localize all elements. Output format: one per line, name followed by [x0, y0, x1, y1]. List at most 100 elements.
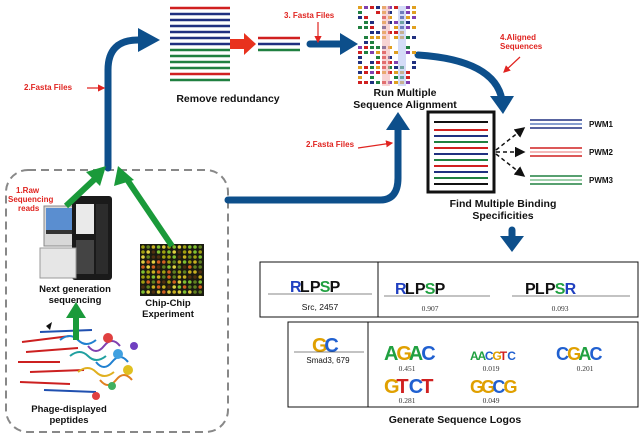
chip-spot [162, 255, 166, 259]
alignment-cell [412, 16, 416, 19]
chip-spot [141, 285, 145, 289]
logo-letter: C [556, 344, 569, 364]
flow-up-to-redundancy [104, 36, 144, 172]
chip-spot [182, 280, 187, 284]
chip-spot [193, 290, 197, 294]
logo-top-weight-2: 0.093 [551, 304, 569, 313]
alignment-cell [364, 21, 368, 24]
chip-spot [151, 255, 156, 259]
logo-letter: S [425, 281, 436, 298]
alignment-cell [394, 26, 398, 29]
alignment-cell [376, 31, 380, 34]
alignment-cell [406, 6, 410, 9]
alignment-cell [376, 36, 380, 39]
chip-spot [146, 255, 150, 259]
alignment-cell [376, 51, 380, 54]
logo-top-source-caption: Src, 2457 [301, 302, 339, 312]
chip-spot [188, 290, 192, 294]
alignment-cell [406, 21, 410, 24]
sources-region [5, 169, 229, 433]
logo-letter: G [567, 344, 581, 364]
label-aligned-line2: Sequences [500, 42, 543, 51]
pwm2-label: PWM2 [589, 148, 613, 157]
chip-spot [156, 280, 161, 284]
chip-spot [156, 290, 161, 294]
logo-letter: P [435, 281, 446, 298]
alignment-cell [412, 36, 416, 39]
chip-spot [198, 250, 202, 254]
chip-spot [141, 250, 145, 254]
chip-spot [156, 255, 161, 259]
alignment-cell [394, 36, 398, 39]
chip-spot [193, 250, 197, 254]
logo-letter: C [421, 343, 435, 365]
source-ngs-line2: sequencing [48, 295, 102, 306]
alignment-cell [376, 11, 380, 14]
chip-spot [172, 285, 176, 289]
chip-spot [177, 270, 182, 274]
chip-spot [188, 255, 192, 259]
phage-peptides-illustration [18, 322, 138, 400]
flow-sources-to-msa [224, 124, 402, 204]
chip-spot [156, 285, 161, 289]
chip-spot [151, 280, 156, 284]
chip-spot [167, 255, 171, 259]
chip-spot [156, 275, 161, 279]
alignment-cell [358, 71, 362, 74]
logo-letter: P [415, 281, 426, 298]
alignment-cell [358, 81, 362, 84]
chip-spot [156, 270, 161, 274]
logo-bottom-weight-2: 0.019 [482, 364, 500, 373]
cluster-arrows [495, 127, 526, 177]
chip-spot [182, 245, 187, 249]
chip-spot [188, 275, 192, 279]
chip-spot [198, 290, 202, 294]
alignment-cell [376, 81, 380, 84]
chip-spot [167, 290, 171, 294]
pwm3-label: PWM3 [589, 176, 613, 185]
alignment-cell [394, 71, 398, 74]
step-find-line2: Specificities [472, 210, 534, 222]
pwm1-lines [530, 119, 582, 129]
alignment-cell [364, 41, 368, 44]
logo-letter: P [525, 281, 536, 298]
alignment-cell [394, 31, 398, 34]
chip-spot [172, 275, 176, 279]
chip-spot [198, 255, 202, 259]
logo-letter: A [578, 344, 591, 364]
label-raw-line1: 1.Raw [16, 186, 40, 195]
label-raw-line3: reads [18, 204, 40, 213]
alignment-cell [406, 16, 410, 19]
logo-bottom-weight-1: 0.451 [398, 364, 416, 373]
chip-spot [172, 280, 176, 284]
chip-spot [198, 270, 202, 274]
label-raw-line2: Sequencing [8, 195, 54, 204]
chip-spot [146, 245, 150, 249]
alignment-cell [394, 76, 398, 79]
chip-spot [193, 255, 197, 259]
chip-spot [146, 270, 150, 274]
logo-letter: P [330, 279, 341, 296]
chip-spot [188, 250, 192, 254]
chip-spot [188, 270, 192, 274]
chip-spot [182, 265, 187, 269]
chip-spot [177, 285, 182, 289]
alignment-cell [370, 71, 374, 74]
chip-spot [162, 265, 166, 269]
logo-letter: T [396, 376, 408, 398]
alignment-block [358, 6, 416, 86]
source-phage-line1: Phage-displayed [31, 404, 107, 415]
alignment-cell [358, 46, 362, 49]
chip-spot [188, 285, 192, 289]
alignment-cell [364, 16, 368, 19]
logo-bottom-source-caption: Smad3, 679 [306, 356, 350, 365]
logo-letter: R [290, 279, 302, 296]
alignment-cell [394, 51, 398, 54]
clustered-sequence-lines [434, 121, 488, 185]
chip-spot [167, 270, 171, 274]
logo-bottom-weight-4: 0.281 [398, 396, 416, 405]
chip-spot [172, 265, 176, 269]
